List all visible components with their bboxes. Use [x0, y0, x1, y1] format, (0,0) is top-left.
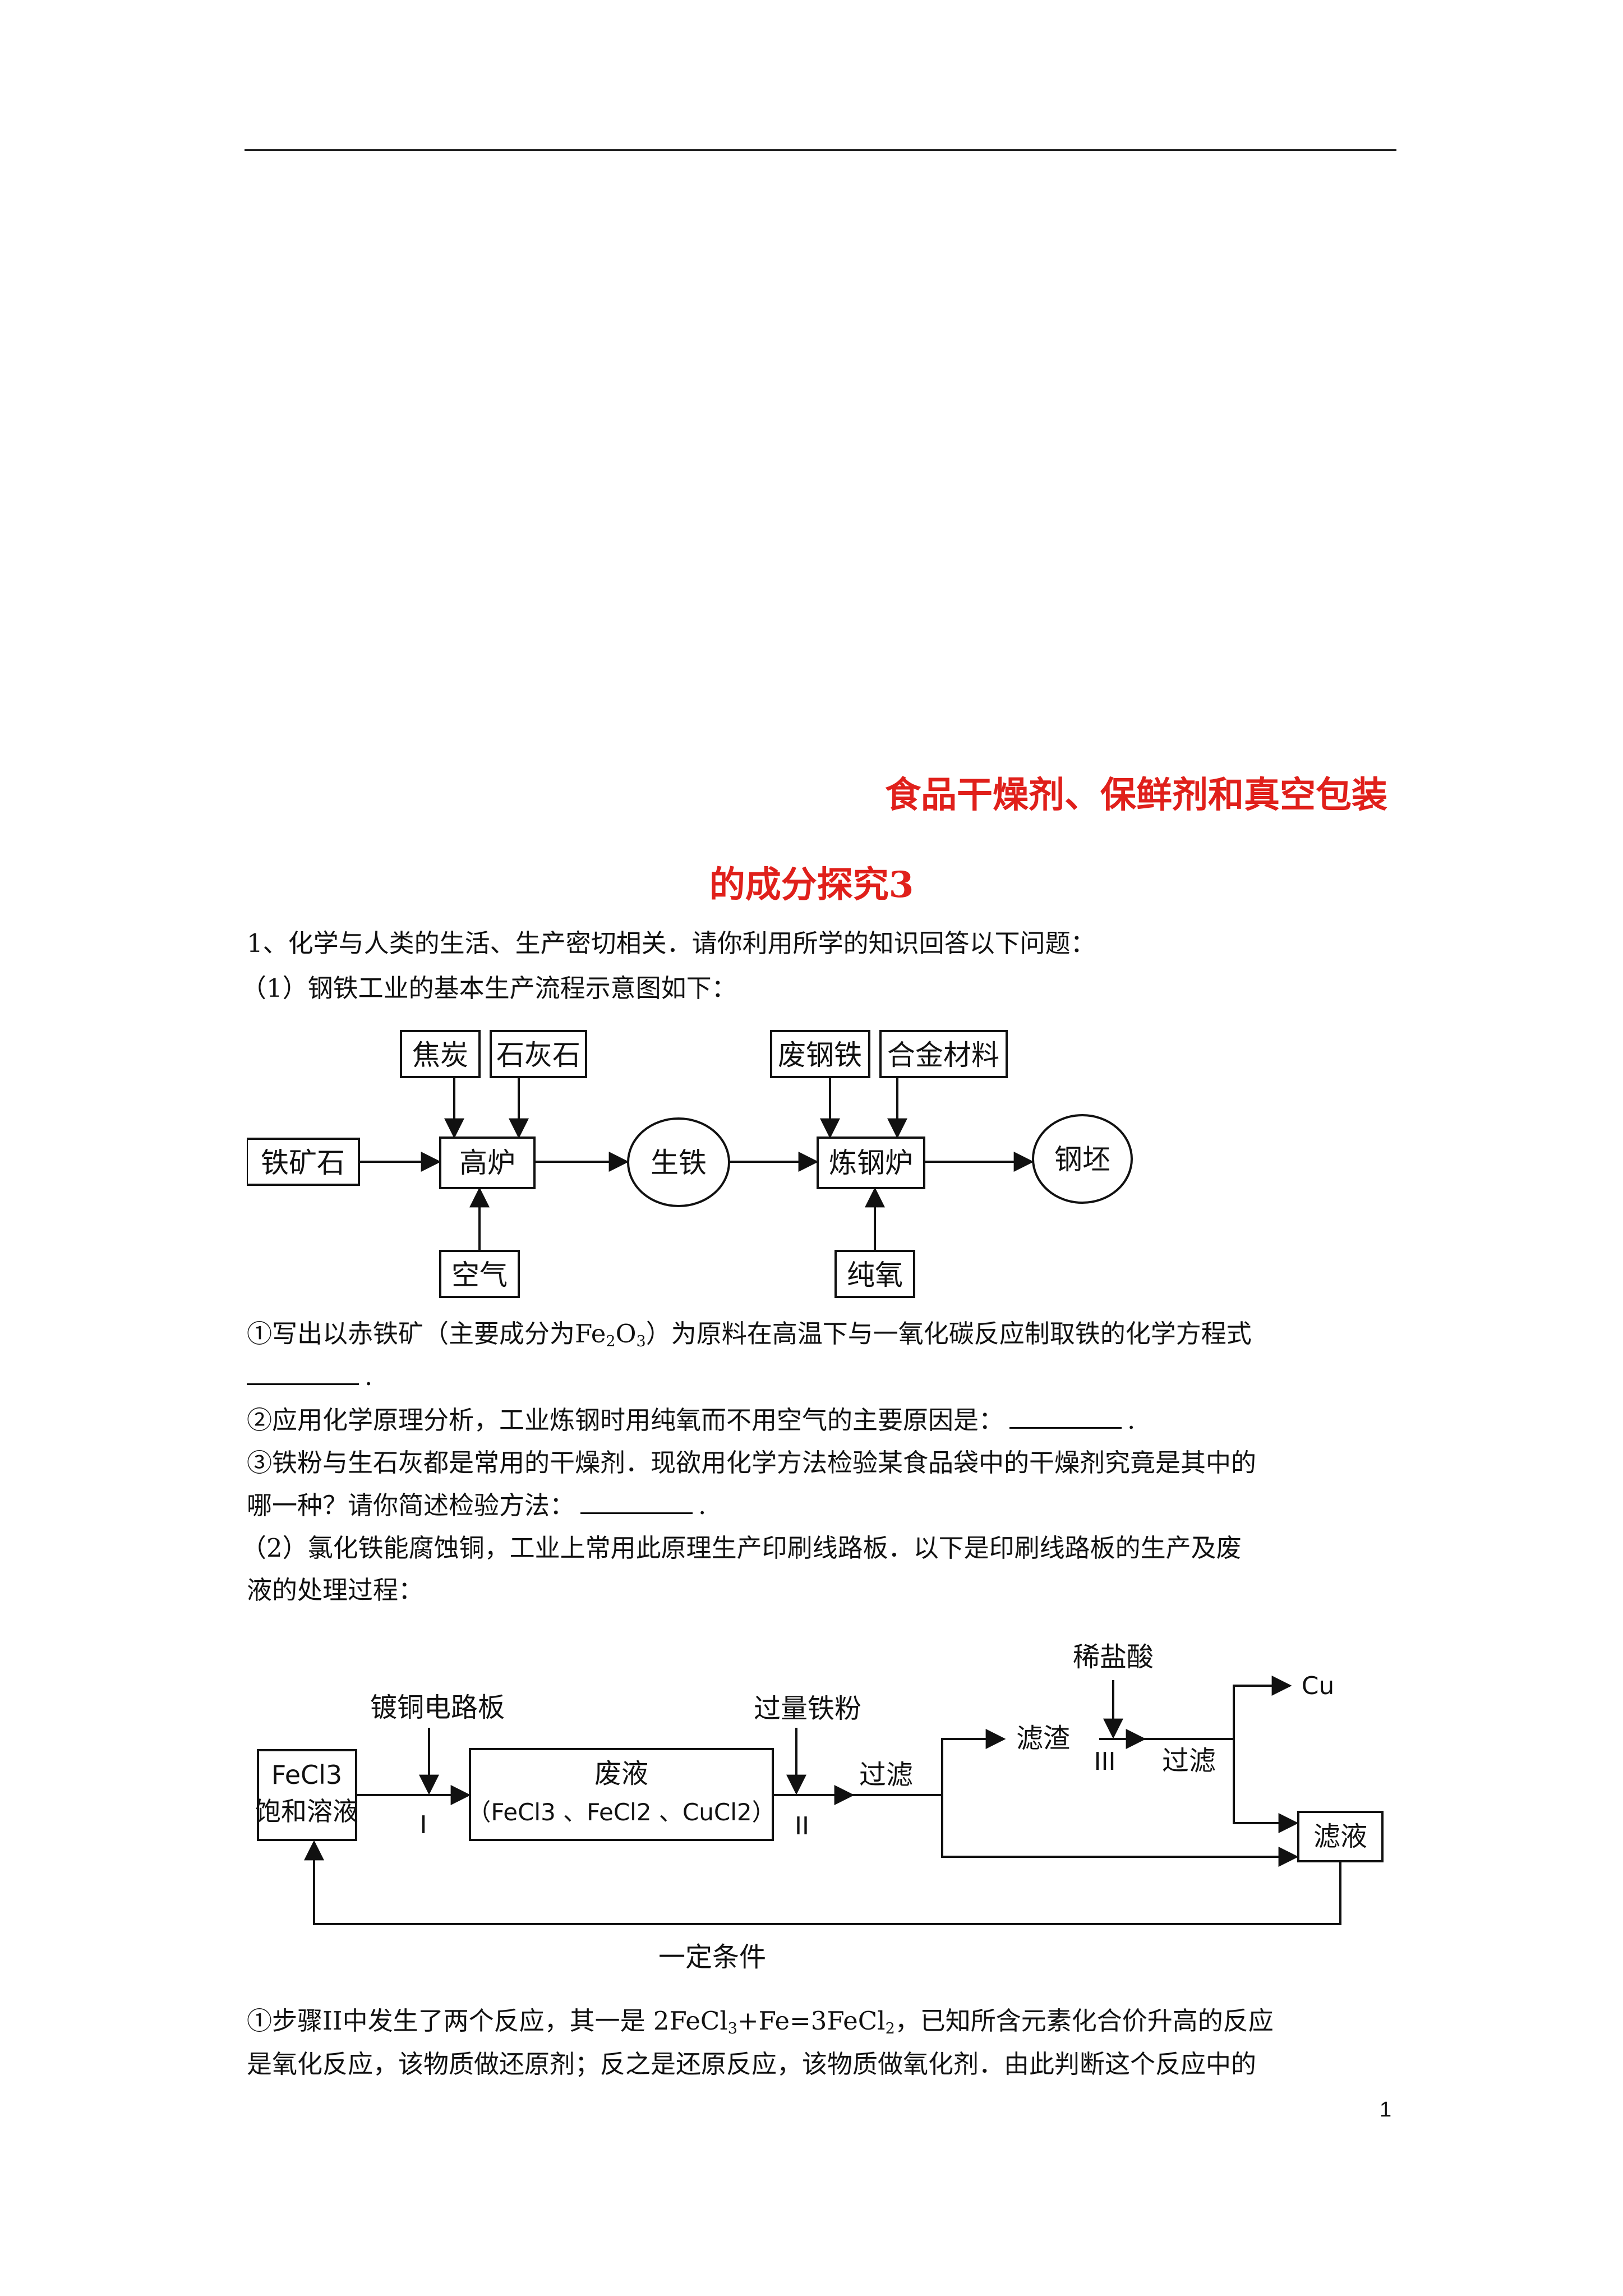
pig-iron-label: 生铁	[651, 1147, 707, 1179]
answer-blank-3[interactable]	[580, 1488, 693, 1514]
waste-liquid-label: 废液	[594, 1758, 648, 1789]
coke-label: 焦炭	[412, 1039, 468, 1071]
fecl3-label: FeCl3	[271, 1760, 342, 1790]
arrow-bottom-to-filtrate	[941, 1847, 1299, 1867]
arrow-to-filtrate	[1233, 1739, 1299, 1833]
step-III-label: III	[1094, 1747, 1116, 1776]
title-line-1: 食品干燥剂、保鲜剂和真空包装	[885, 774, 1387, 816]
q2-line: ②应用化学原理分析，工业炼钢时用纯氧而不用空气的主要原因是：.	[247, 1402, 1135, 1437]
step-I-label: I	[420, 1811, 427, 1839]
part2-line1: （2）氯化铁能腐蚀铜，工业上常用此原理生产印刷线路板．以下是印刷线路板的生产及废	[241, 1533, 1242, 1563]
part1-intro: （1）钢铁工业的基本生产流程示意图如下：	[241, 973, 737, 1003]
q1-line1: ①写出以赤铁矿（主要成分为Fe2O3）为原料在高温下与一氧化碳反应制取铁的化学方…	[247, 1319, 1252, 1350]
steel-furnace-label: 炼钢炉	[829, 1147, 913, 1179]
copper-board-label: 镀铜电路板	[370, 1692, 505, 1723]
page-number: 1	[1380, 2098, 1392, 2122]
answer-blank-2[interactable]	[1009, 1402, 1122, 1429]
saturated-solution-label: 饱和溶液	[255, 1796, 358, 1826]
arrow-to-residue	[941, 1729, 1006, 1851]
q1-line2: .	[247, 1359, 372, 1393]
coke-box	[400, 1030, 481, 1078]
iron-ore-label: 铁矿石	[261, 1147, 345, 1179]
title-line-2: 的成分探究3	[709, 864, 914, 906]
filter1-label: 过滤	[859, 1759, 913, 1791]
circuit-board-process-diagram: FeCl3 饱和溶液 镀铜电路板 I 废液 （FeCl3 、FeCl2 、CuC…	[255, 1641, 1384, 1973]
question-intro: 1、化学与人类的生活、生产密切相关．请你利用所学的知识回答以下问题：	[247, 928, 1096, 958]
excess-iron-label: 过量铁粉	[754, 1693, 861, 1724]
scrap-steel-label: 废钢铁	[778, 1039, 862, 1071]
step-II-label: II	[795, 1812, 809, 1841]
q3-line1: ③铁粉与生石灰都是常用的干燥剂．现欲用化学方法检验某食品袋中的干燥剂究竟是其中的	[247, 1448, 1257, 1478]
step-line1: ①步骤II中发生了两个反应，其一是 2FeCl3+Fe=3FeCl2，已知所含元…	[247, 2006, 1274, 2037]
header-rule	[245, 149, 1396, 151]
filter2-label: 过滤	[1162, 1745, 1216, 1777]
step-line2: 是氧化反应，该物质做还原剂；反之是还原反应，该物质做氧化剂．由此判断这个反应中的	[247, 2049, 1257, 2079]
air-label: 空气	[451, 1259, 508, 1291]
arrow-recycle	[304, 1840, 1341, 1925]
pure-oxygen-label: 纯氧	[847, 1259, 903, 1291]
residue-label: 滤渣	[1016, 1723, 1070, 1754]
blast-furnace-label: 高炉	[459, 1147, 515, 1179]
condition-label: 一定条件	[658, 1941, 766, 1973]
scrap-steel-box	[770, 1030, 870, 1078]
alloy-label: 合金材料	[887, 1039, 999, 1071]
steel-flow-diagram: 焦炭 石灰石 铁矿石 高炉 生铁 空气 废钢铁 合金材料 炼钢炉 纯氧 钢坯	[247, 1030, 1133, 1298]
alloy-box	[879, 1030, 1008, 1078]
waste-components-label: （FeCl3 、FeCl2 、CuCl2）	[467, 1798, 775, 1826]
steel-billet-label: 钢坯	[1054, 1143, 1110, 1176]
limestone-label: 石灰石	[496, 1039, 580, 1071]
cu-label: Cu	[1302, 1672, 1335, 1700]
filtrate-label: 滤液	[1313, 1821, 1367, 1852]
arrow-to-cu	[1233, 1676, 1292, 1739]
limestone-box	[490, 1030, 587, 1078]
dilute-hcl-label: 稀盐酸	[1073, 1641, 1154, 1673]
part2-line2: 液的处理过程：	[247, 1575, 424, 1605]
answer-blank-1[interactable]	[247, 1359, 359, 1385]
q3-line2: 哪一种？请你简述检验方法：.	[247, 1488, 706, 1522]
